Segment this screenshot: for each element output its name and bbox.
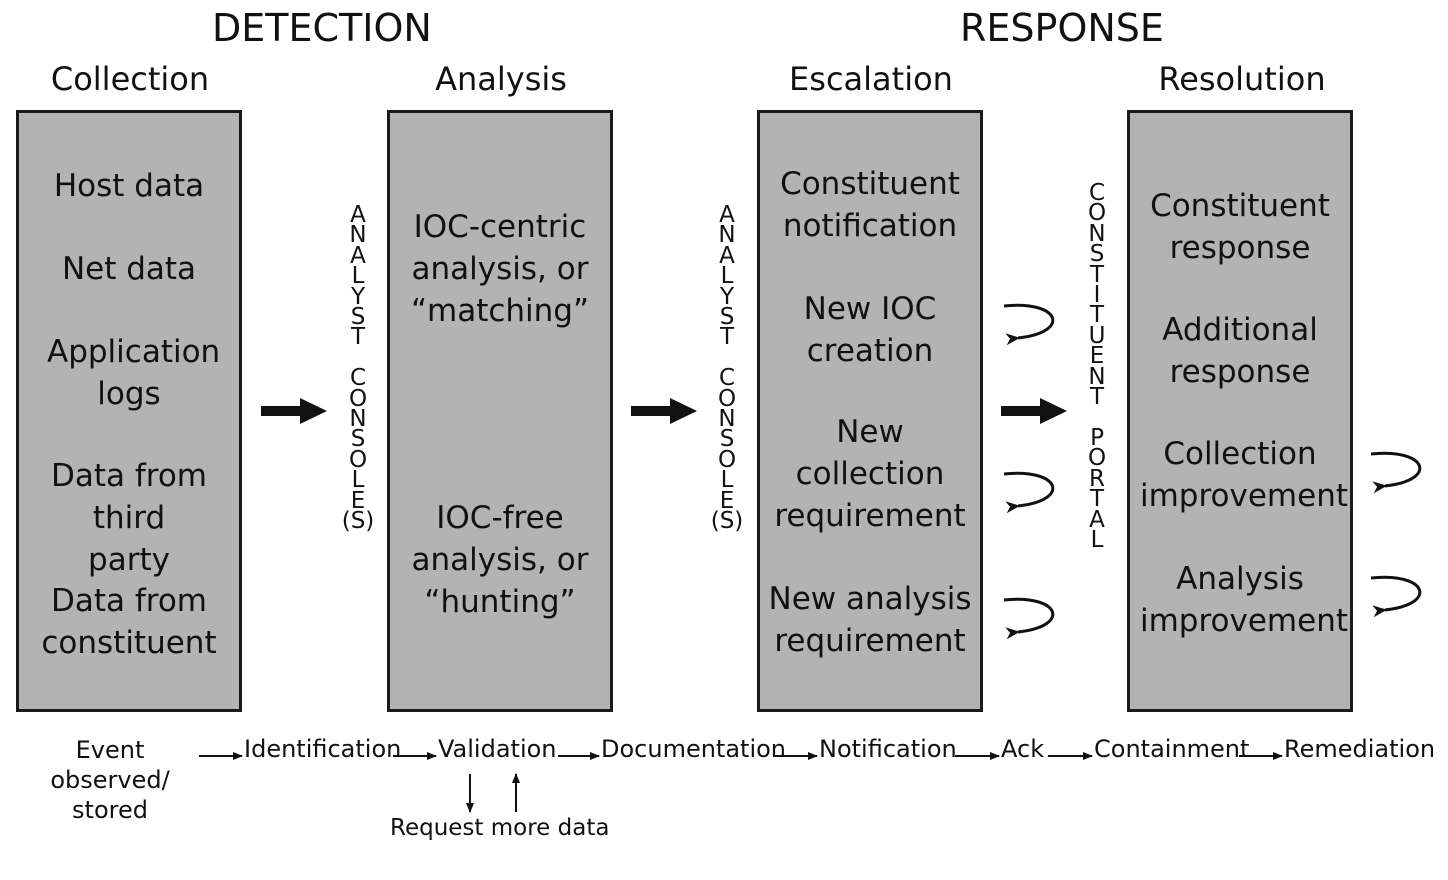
new-ioc-creation-item: New IOC creation [803, 291, 937, 369]
flow-step-notification: Notification [819, 735, 957, 763]
flow-step-event-observed: Event observed/ stored [50, 736, 170, 824]
request-more-data-label: Request more data [390, 815, 610, 841]
flow-step-identification: Identification [244, 735, 402, 763]
net-data-item: Net data [61, 251, 197, 287]
feedback-arrow-collection-improvement [1370, 451, 1422, 494]
resolution-box: Constituent response Additional response… [1127, 110, 1353, 712]
new-analysis-requirement-item: New analysis requirement [768, 581, 972, 659]
escalation-title: Escalation [789, 60, 953, 98]
resolution-title: Resolution [1158, 60, 1326, 98]
feedback-arrow-new-ioc [1003, 303, 1055, 346]
flow-step-containment: Containment [1094, 735, 1250, 763]
big-arrow-collection-to-console [261, 398, 327, 424]
analysis-box: IOC-centric analysis, or “matching” IOC-… [387, 110, 613, 712]
feedback-arrow-new-analysis [1003, 597, 1055, 640]
analysis-title: Analysis [435, 60, 567, 98]
constituent-response-item: Constituent response [1150, 188, 1330, 266]
response-heading: RESPONSE [960, 6, 1164, 50]
ioc-centric-analysis-item: IOC-centric analysis, or “matching” [410, 209, 590, 329]
flow-step-remediation: Remediation [1284, 735, 1436, 763]
escalation-box: Constituent notification New IOC creatio… [757, 110, 983, 712]
flow-step-ack: Ack [1001, 735, 1045, 763]
feedback-arrow-new-collection [1003, 471, 1055, 514]
host-data-item: Host data [53, 168, 205, 204]
feedback-arrow-analysis-improvement [1370, 575, 1422, 618]
analysis-improvement-item: Analysis improvement [1140, 561, 1349, 639]
constituent-notification-item: Constituent notification [780, 166, 960, 244]
third-party-data-item: Data from third party [50, 458, 207, 578]
new-collection-requirement-item: New collection requirement [774, 414, 966, 534]
constituent-data-item: Data from constituent [41, 583, 217, 661]
big-arrow-escalation-to-portal [1001, 398, 1067, 424]
application-logs-item: Application logs [47, 334, 221, 412]
collection-box: Host data Net data Application logs Data… [16, 110, 242, 712]
collection-title: Collection [50, 60, 210, 98]
ioc-free-analysis-item: IOC-free analysis, or “hunting” [411, 500, 589, 620]
collection-improvement-item: Collection improvement [1140, 436, 1349, 514]
flow-step-validation: Validation [438, 735, 557, 763]
flow-step-documentation: Documentation [601, 735, 787, 763]
detection-heading: DETECTION [212, 6, 432, 50]
additional-response-item: Additional response [1162, 312, 1318, 390]
big-arrow-analysis-to-console [631, 398, 697, 424]
